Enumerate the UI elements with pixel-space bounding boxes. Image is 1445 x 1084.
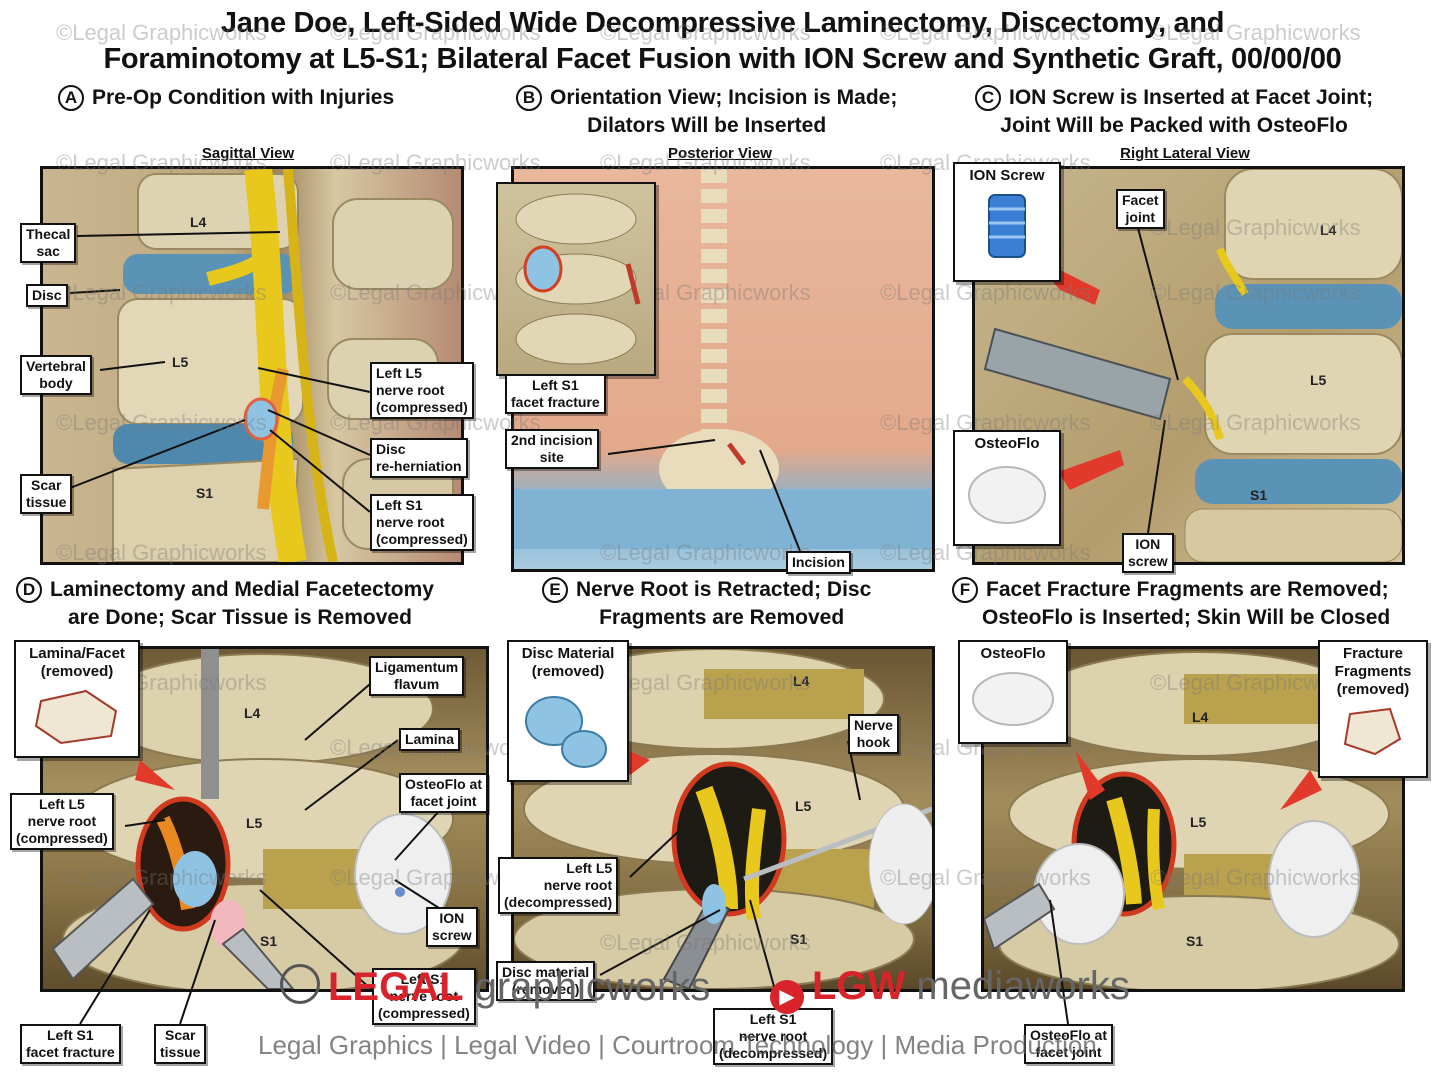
view-label-right-lateral: Right Lateral View <box>1120 145 1250 162</box>
label-d-scar-tissue: Scar tissue <box>154 1024 207 1064</box>
fracture-fragments-inset: Fracture Fragments (removed) <box>1318 640 1428 778</box>
label-nerve-hook: Nerve hook <box>848 714 899 754</box>
label-e-left-s1-root: Left S1 nerve root (decompressed) <box>713 1008 834 1065</box>
branding-tagline: Legal Graphics | Legal Video | Courtroom… <box>258 1030 1097 1060</box>
letter-c: C <box>975 85 1001 111</box>
label-d-left-s1-facet-fracture: Left S1 facet fracture <box>20 1024 121 1064</box>
label-ligamentum-flavum: Ligamentum flavum <box>369 656 465 696</box>
label-b-left-s1-facet-fracture: Left S1 facet fracture <box>505 374 606 414</box>
label-incision: Incision <box>786 551 851 574</box>
heading-b: B Orientation View; Incision is Made; Dil… <box>516 84 897 140</box>
label-c-ion-screw: ION screw <box>1122 533 1174 573</box>
osteoflo-f-graft-icon <box>972 672 1054 726</box>
heading-e-text-2: Fragments are Removed <box>599 606 845 629</box>
inset-vertebra-drawing <box>515 193 641 365</box>
label-facet-joint: Facet joint <box>1116 189 1165 229</box>
label-a-left-l5-root: Left L5 nerve root (compressed) <box>370 362 474 419</box>
label-thecal-sac: Thecal sac <box>20 223 77 263</box>
logo-graphicworks-text: graphicworks <box>463 965 711 1009</box>
panel-d-l5-label: L5 <box>246 815 263 831</box>
label-a-left-s1-root: Left S1 nerve root (compressed) <box>370 494 474 551</box>
lateral-spine-drawing <box>983 169 1402 562</box>
heading-d-text-2: are Done; Scar Tissue is Removed <box>68 606 412 629</box>
heading-b-text-1: Orientation View; Incision is Made; <box>550 86 898 109</box>
disc-material-removed-inset: Disc Material (removed) <box>507 640 629 782</box>
logo-circle-icon <box>280 964 320 1004</box>
panel-d-s1-label: S1 <box>260 933 278 949</box>
letter-a: A <box>58 85 84 111</box>
label-d-ion-screw: ION screw <box>426 907 478 947</box>
panel-a-s1-label: S1 <box>196 485 214 501</box>
panel-d-l4-label: L4 <box>244 705 261 721</box>
label-disc-reherniation: Disc re-herniation <box>370 438 468 478</box>
label-e-disc-material: Disc material (removed) <box>496 961 596 1001</box>
osteoflo-inset-f: OsteoFlo <box>958 640 1068 744</box>
panel-f-s1-label: S1 <box>1186 933 1204 949</box>
panel-a-l5-label: L5 <box>172 354 189 370</box>
ion-screw-inset: ION Screw <box>953 162 1061 282</box>
title-line-2: Foraminotomy at L5-S1; Bilateral Facet F… <box>103 43 1342 75</box>
panel-e-l4-label: L4 <box>793 673 810 689</box>
fracture-fragments-inset-title: Fracture Fragments (removed) <box>1334 645 1412 698</box>
panel-e-s1-label: S1 <box>790 931 808 947</box>
panel-a-l4-label: L4 <box>190 214 207 230</box>
panel-f-l4-label: L4 <box>1192 709 1209 725</box>
panel-c-l5-label: L5 <box>1310 372 1327 388</box>
removed-bone-fragment-icon <box>34 689 118 745</box>
heading-e-text-1: Nerve Root is Retracted; Disc <box>576 578 872 601</box>
osteoflo-inset-c: OsteoFlo <box>953 430 1061 546</box>
label-disc: Disc <box>26 284 68 307</box>
panel-c-l4-label: L4 <box>1320 222 1337 238</box>
heading-a: A Pre-Op Condition with Injuries <box>58 84 394 112</box>
label-f-osteoflo-facet-joint: OsteoFlo at facet joint <box>1024 1024 1114 1064</box>
label-d-left-s1-root: Left S1 nerve root (compressed) <box>372 968 476 1025</box>
view-label-sagittal: Sagittal View <box>201 145 295 162</box>
heading-d-text-1: Laminectomy and Medial Facetectomy <box>50 578 434 601</box>
disc-fragments-icon <box>525 696 607 768</box>
label-e-left-l5-root: Left L5 nerve root (decompressed) <box>498 857 619 914</box>
ion-screw-inset-title: ION Screw <box>969 167 1045 184</box>
heading-b-text-2: Dilators Will be Inserted <box>587 114 827 137</box>
disc-material-inset-title: Disc Material (removed) <box>521 645 615 680</box>
panel-b-inset <box>496 182 656 376</box>
panel-e-l5-label: L5 <box>795 798 812 814</box>
play-icon: ▶ <box>770 980 804 1014</box>
legal-graphicworks-logo: LEGAL graphicworks <box>280 964 710 1010</box>
letter-b: B <box>516 85 542 111</box>
heading-f: F Facet Fracture Fragments are Removed; O… <box>952 576 1390 632</box>
logo-mediaworks-text: mediaworks <box>905 964 1130 1008</box>
panel-f-l5-label: L5 <box>1190 814 1207 830</box>
osteoflo-inset-c-title: OsteoFlo <box>974 435 1040 452</box>
lamina-facet-removed-inset: Lamina/Facet (removed) <box>14 640 140 758</box>
letter-e: E <box>542 577 568 603</box>
fracture-fragments-icon <box>1343 707 1402 756</box>
view-label-posterior: Posterior View <box>668 145 772 162</box>
osteoflo-inset-f-title: OsteoFlo <box>980 645 1046 662</box>
label-2nd-incision-site: 2nd incision site <box>505 429 599 469</box>
panel-c-s1-label: S1 <box>1250 487 1268 503</box>
letter-f: F <box>952 577 978 603</box>
logo-legal-text: LEGAL <box>328 965 464 1009</box>
lgw-mediaworks-logo: ▶LGW mediaworks <box>770 964 1130 1014</box>
label-lamina: Lamina <box>399 728 461 751</box>
heading-d: D Laminectomy and Medial Facetectomy are … <box>16 576 434 632</box>
heading-c-text-1: ION Screw is Inserted at Facet Joint; <box>1009 86 1374 109</box>
lamina-facet-inset-title: Lamina/Facet (removed) <box>29 645 125 680</box>
heading-c: C ION Screw is Inserted at Facet Joint; J… <box>975 84 1373 140</box>
osteoflo-graft-icon <box>968 466 1046 524</box>
letter-d: D <box>16 577 42 603</box>
heading-f-text-2: OsteoFlo is Inserted; Skin Will be Close… <box>982 606 1391 629</box>
title-line-1: Jane Doe, Left-Sided Wide Decompressive … <box>220 7 1225 39</box>
label-vertebral-body: Vertebral body <box>20 355 92 395</box>
heading-e: E Nerve Root is Retracted; Disc Fragments… <box>542 576 871 632</box>
heading-a-text: Pre-Op Condition with Injuries <box>92 86 395 109</box>
ion-screw-icon <box>988 194 1026 258</box>
label-d-left-l5-root: Left L5 nerve root (compressed) <box>10 793 114 850</box>
heading-c-text-2: Joint Will be Packed with OsteoFlo <box>1000 114 1348 137</box>
logo-lgw-text: LGW <box>812 964 906 1008</box>
label-d-osteoflo-facet-joint: OsteoFlo at facet joint <box>399 773 489 813</box>
heading-f-text-1: Facet Fracture Fragments are Removed; <box>986 578 1389 601</box>
label-scar-tissue: Scar tissue <box>20 474 73 514</box>
